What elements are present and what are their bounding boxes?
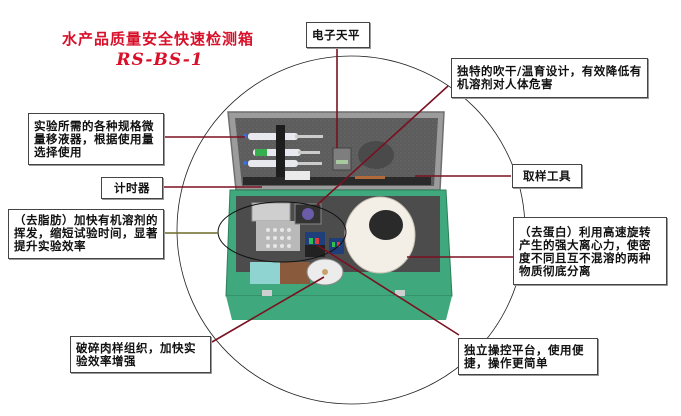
callout-blow-dry-text: 独特的吹干/温育设计，有效降低有机溶剂对人体危害 [457, 64, 642, 91]
leader-homogenizer [211, 276, 325, 343]
callout-pipettes-text: 实验所需的各种规格微量移液器，根据使用量选择使用 [34, 119, 154, 159]
callout-deprotein: （去蛋白）利用高速旋转产生的强大离心力，使密度不同且互不混溶的两种物质彻底分离 [513, 217, 667, 285]
highlight-ellipse [217, 201, 347, 263]
callout-control-platform: 独立操控平台，使用便捷，操作更简单 [458, 338, 598, 375]
callout-sampling-tools: 取样工具 [512, 164, 582, 188]
callout-homogenizer: 破碎肉样组织，加快实验效率增强 [70, 336, 211, 373]
callout-timer-text: 计时器 [114, 181, 150, 195]
leader-control-platform [316, 244, 460, 336]
callout-timer: 计时器 [101, 177, 163, 199]
callout-sampling-tools-text: 取样工具 [523, 169, 571, 183]
callout-blow-dry: 独特的吹干/温育设计，有效降低有机溶剂对人体危害 [451, 58, 648, 98]
product-model: RS-BS-1 [116, 50, 204, 70]
callout-defat-text: （去脂肪）加快有机溶剂的挥发，缩短试验时间，显著提升实验效率 [14, 213, 158, 253]
case-lid [227, 111, 445, 191]
callout-deprotein-text: （去蛋白）利用高速旋转产生的强大离心力，使密度不同且互不混溶的两种物质彻底分离 [519, 225, 651, 278]
callout-balance-text: 电子天平 [312, 28, 360, 42]
leader-blow-dry [316, 85, 449, 206]
callout-pipettes: 实验所需的各种规格微量移液器，根据使用量选择使用 [28, 113, 164, 165]
callout-control-platform-text: 独立操控平台，使用便捷，操作更简单 [464, 343, 584, 370]
callout-balance: 电子天平 [306, 22, 370, 48]
product-title: 水产品质量安全快速检测箱 [61, 30, 254, 48]
callout-homogenizer-text: 破碎肉样组织，加快实验效率增强 [76, 341, 196, 368]
case-body [225, 189, 453, 315]
callout-defat: （去脂肪）加快有机溶剂的挥发，缩短试验时间，显著提升实验效率 [8, 209, 164, 259]
